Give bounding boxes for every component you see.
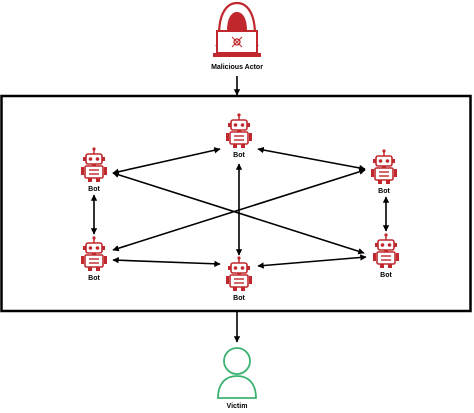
connection-bot-left-lower-bot-bottom-center: [112, 257, 221, 267]
bot-left-upper: Bot: [81, 147, 107, 193]
connection-bot-bottom-center-bot-right-lower: [257, 254, 367, 269]
bot-label: Bot: [380, 272, 392, 279]
robot-icon: [81, 147, 107, 182]
bot-label: Bot: [88, 275, 100, 282]
bot-label: Bot: [233, 152, 245, 159]
botnet-boundary: [0, 94, 472, 313]
actor-label: Malicious Actor: [211, 64, 263, 71]
robot-icon: [81, 236, 107, 271]
bot-label: Bot: [233, 295, 245, 302]
victim-icon: [217, 347, 257, 399]
bot-label: Bot: [88, 186, 100, 193]
victim-label: Victim: [227, 403, 248, 410]
bot-label: Bot: [378, 188, 390, 195]
robot-icon: [371, 149, 397, 184]
bot-connections: [90, 146, 390, 269]
bot-top-center: Bot: [226, 113, 252, 159]
bot-bottom-center: Bot: [226, 256, 252, 302]
robot-icon: [373, 233, 399, 268]
bot-left-lower: Bot: [81, 236, 107, 282]
robot-icon: [226, 256, 252, 291]
bot-right-lower: Bot: [373, 233, 399, 279]
connection-bot-top-center-bot-left-upper: [112, 147, 221, 175]
connection-bot-left-lower-bot-right-upper: [112, 168, 366, 252]
bot-right-upper: Bot: [371, 149, 397, 195]
connection-bot-top-center-bot-right-upper: [257, 146, 366, 172]
robot-icon: [226, 113, 252, 148]
hacker-icon: [213, 1, 261, 57]
